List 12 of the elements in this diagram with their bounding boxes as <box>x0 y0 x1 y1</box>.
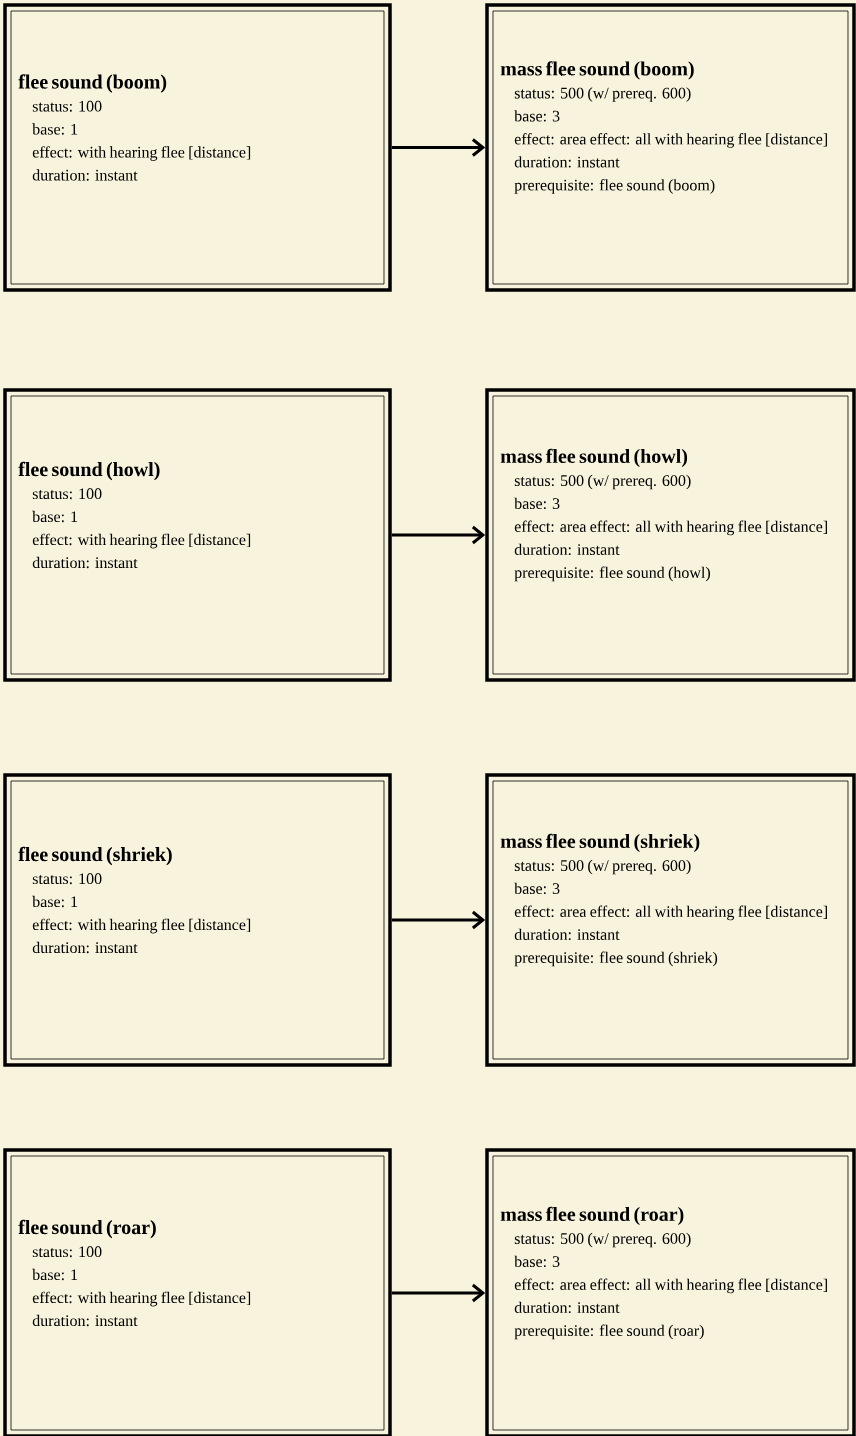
skill-box: flee sound (howl) status: 100 base: 1 effect: with hearing flee [distance] duration: instant <box>3 388 392 682</box>
skill-box: mass flee sound (howl) status: 500 (w/ prereq. 600) base: 3 effect: area effect: all with hearing flee [distance] duration: instant prerequisite: flee sound (howl) <box>485 388 856 682</box>
skill-box: mass flee sound (roar) status: 500 (w/ prereq. 600) base: 3 effect: area effect: all with hearing flee [distance] duration: instant prerequisite: flee sound (roar) <box>485 1148 856 1436</box>
skill-box: flee sound (roar) status: 100 base: 1 effect: with hearing flee [distance] duration: instant <box>3 1148 392 1436</box>
arrow <box>391 138 486 157</box>
arrow <box>391 910 486 930</box>
skill-box: mass flee sound (shriek) status: 500 (w/ prereq. 600) base: 3 effect: area effect: all with hearing flee [distance] duration: instant prerequisite: flee sound (shriek) <box>485 773 856 1067</box>
skill-box: flee sound (shriek) status: 100 base: 1 effect: with hearing flee [distance] duration: instant <box>3 773 392 1067</box>
arrow <box>391 1283 486 1303</box>
skill-box: mass flee sound (boom) status: 500 (w/ prereq. 600) base: 3 effect: area effect: all with hearing flee [distance] duration: instant prerequisite: flee sound (boom) <box>485 3 856 292</box>
skill-box: flee sound (boom) status: 100 base: 1 effect: with hearing flee [distance] duration: instant <box>3 3 392 292</box>
arrow <box>391 525 486 545</box>
